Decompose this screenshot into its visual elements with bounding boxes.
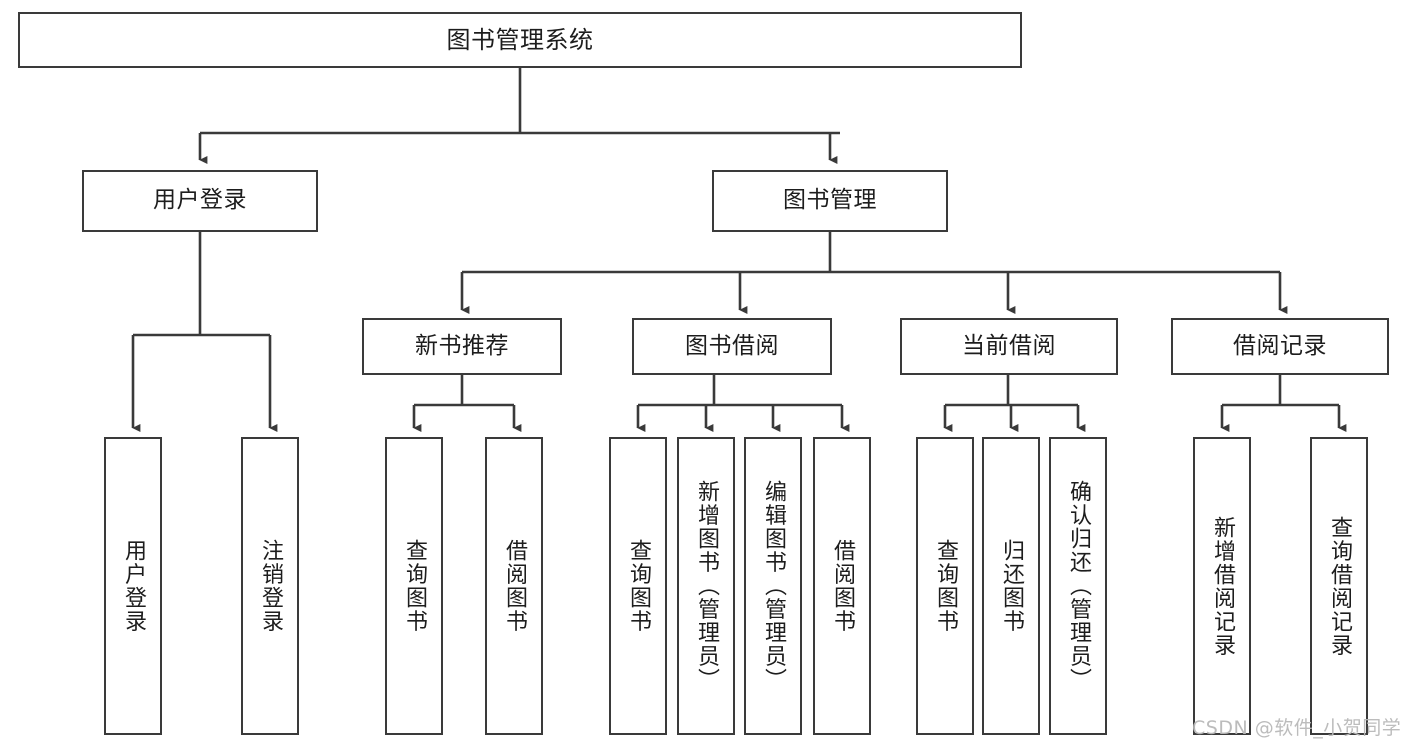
node-label: 图书管理 bbox=[783, 187, 877, 214]
node-book-management[interactable]: 图书管理 bbox=[712, 170, 948, 232]
leaf-label: 借阅图书 bbox=[829, 539, 855, 633]
leaf-borrow-book[interactable]: 借阅图书 bbox=[813, 437, 871, 735]
leaf-confirm-return-admin[interactable]: 确认归还（管理员） bbox=[1049, 437, 1107, 735]
node-user-login[interactable]: 用户登录 bbox=[82, 170, 318, 232]
leaf-return-book[interactable]: 归还图书 bbox=[982, 437, 1040, 735]
leaf-add-book-admin[interactable]: 新增图书（管理员） bbox=[677, 437, 735, 735]
leaf-add-borrow-record[interactable]: 新增借阅记录 bbox=[1193, 437, 1251, 735]
leaf-query-book-recommend[interactable]: 查询图书 bbox=[385, 437, 443, 735]
node-label: 借阅记录 bbox=[1233, 332, 1327, 359]
node-label: 当前借阅 bbox=[962, 332, 1056, 359]
leaf-label: 编辑图书（管理员） bbox=[760, 480, 786, 692]
node-label: 用户登录 bbox=[153, 187, 247, 214]
leaf-label: 注销登录 bbox=[257, 539, 283, 633]
node-borrow-record[interactable]: 借阅记录 bbox=[1171, 318, 1389, 375]
node-root-system[interactable]: 图书管理系统 bbox=[18, 12, 1022, 68]
leaf-user-login[interactable]: 用户登录 bbox=[104, 437, 162, 735]
node-label: 图书管理系统 bbox=[446, 25, 594, 54]
leaf-label: 确认归还（管理员） bbox=[1065, 480, 1091, 692]
leaf-borrow-book-recommend[interactable]: 借阅图书 bbox=[485, 437, 543, 735]
node-current-borrow[interactable]: 当前借阅 bbox=[900, 318, 1118, 375]
leaf-label: 查询图书 bbox=[401, 539, 427, 633]
leaf-label: 查询图书 bbox=[932, 539, 958, 633]
leaf-query-book-current[interactable]: 查询图书 bbox=[916, 437, 974, 735]
node-book-borrow[interactable]: 图书借阅 bbox=[632, 318, 832, 375]
leaf-label: 新增借阅记录 bbox=[1209, 515, 1235, 657]
leaf-label: 归还图书 bbox=[998, 539, 1024, 633]
node-label: 图书借阅 bbox=[685, 332, 779, 359]
leaf-label: 用户登录 bbox=[120, 539, 146, 633]
watermark-text: CSDN @软件_小贺同学 bbox=[1192, 717, 1402, 739]
leaf-query-borrow-record[interactable]: 查询借阅记录 bbox=[1310, 437, 1368, 735]
leaf-label: 查询借阅记录 bbox=[1326, 515, 1352, 657]
leaf-label: 新增图书（管理员） bbox=[693, 480, 719, 692]
node-new-book-recommend[interactable]: 新书推荐 bbox=[362, 318, 562, 375]
leaf-query-book-borrow[interactable]: 查询图书 bbox=[609, 437, 667, 735]
leaf-label: 查询图书 bbox=[625, 539, 651, 633]
node-label: 新书推荐 bbox=[415, 332, 509, 359]
leaf-logout[interactable]: 注销登录 bbox=[241, 437, 299, 735]
leaf-edit-book-admin[interactable]: 编辑图书（管理员） bbox=[744, 437, 802, 735]
leaf-label: 借阅图书 bbox=[501, 539, 527, 633]
